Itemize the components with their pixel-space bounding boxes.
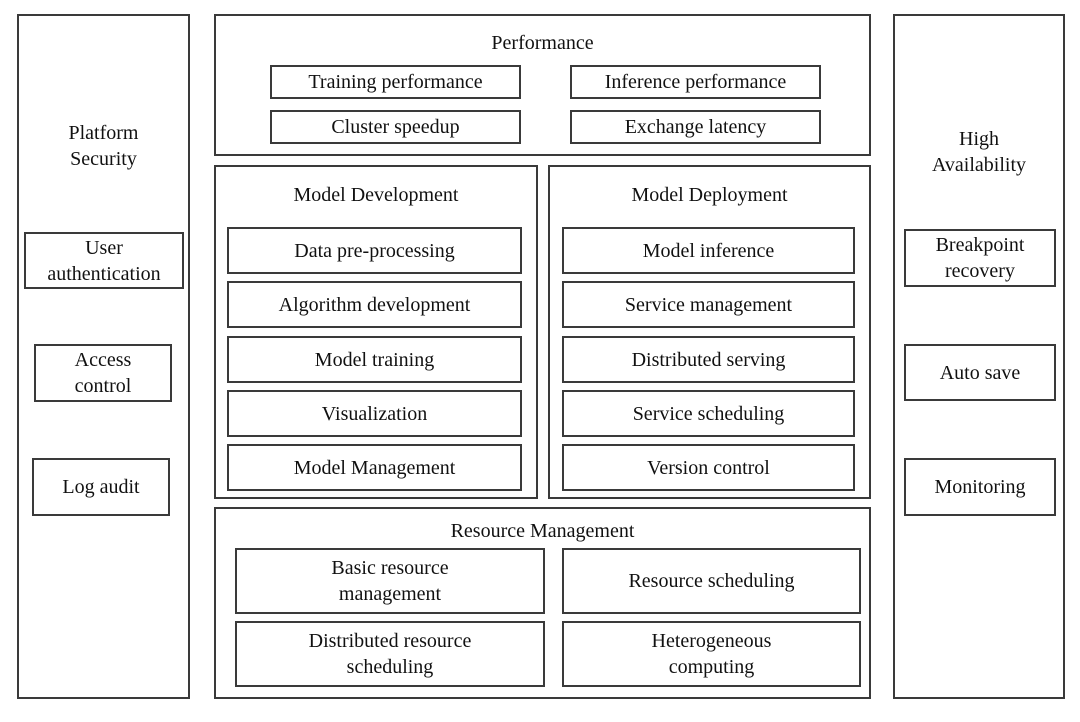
model-training-box: Model training bbox=[227, 336, 522, 383]
exchange-latency-box: Exchange latency bbox=[570, 110, 821, 144]
model-inference-box: Model inference bbox=[562, 227, 855, 274]
service-management-box: Service management bbox=[562, 281, 855, 328]
model-deployment-panel: Model Deployment bbox=[548, 165, 871, 499]
log-audit-box: Log audit bbox=[32, 458, 170, 516]
resource-management-title: Resource Management bbox=[450, 520, 635, 542]
model-development-panel: Model Development bbox=[214, 165, 538, 499]
training-performance-box: Training performance bbox=[270, 65, 521, 99]
service-scheduling-box: Service scheduling bbox=[562, 390, 855, 437]
resource-scheduling-box: Resource scheduling bbox=[562, 548, 861, 614]
distributed-resource-scheduling-box: Distributed resource scheduling bbox=[235, 621, 545, 687]
monitoring-box: Monitoring bbox=[904, 458, 1056, 516]
cluster-speedup-box: Cluster speedup bbox=[270, 110, 521, 144]
model-development-title: Model Development bbox=[293, 184, 459, 206]
user-authentication-box: User authentication bbox=[24, 232, 184, 289]
algorithm-development-box: Algorithm development bbox=[227, 281, 522, 328]
platform-security-title: Platform Security bbox=[68, 122, 139, 170]
access-control-box: Access control bbox=[34, 344, 172, 402]
basic-resource-management-box: Basic resource management bbox=[235, 548, 545, 614]
inference-performance-box: Inference performance bbox=[570, 65, 821, 99]
visualization-box: Visualization bbox=[227, 390, 522, 437]
version-control-box: Version control bbox=[562, 444, 855, 491]
model-management-box: Model Management bbox=[227, 444, 522, 491]
breakpoint-recovery-box: Breakpoint recovery bbox=[904, 229, 1056, 287]
auto-save-box: Auto save bbox=[904, 344, 1056, 401]
heterogeneous-computing-box: Heterogeneous computing bbox=[562, 621, 861, 687]
distributed-serving-box: Distributed serving bbox=[562, 336, 855, 383]
data-preprocessing-box: Data pre-processing bbox=[227, 227, 522, 274]
performance-title: Performance bbox=[491, 32, 594, 54]
high-availability-title: High Availability bbox=[931, 128, 1027, 176]
model-deployment-title: Model Deployment bbox=[631, 184, 788, 206]
